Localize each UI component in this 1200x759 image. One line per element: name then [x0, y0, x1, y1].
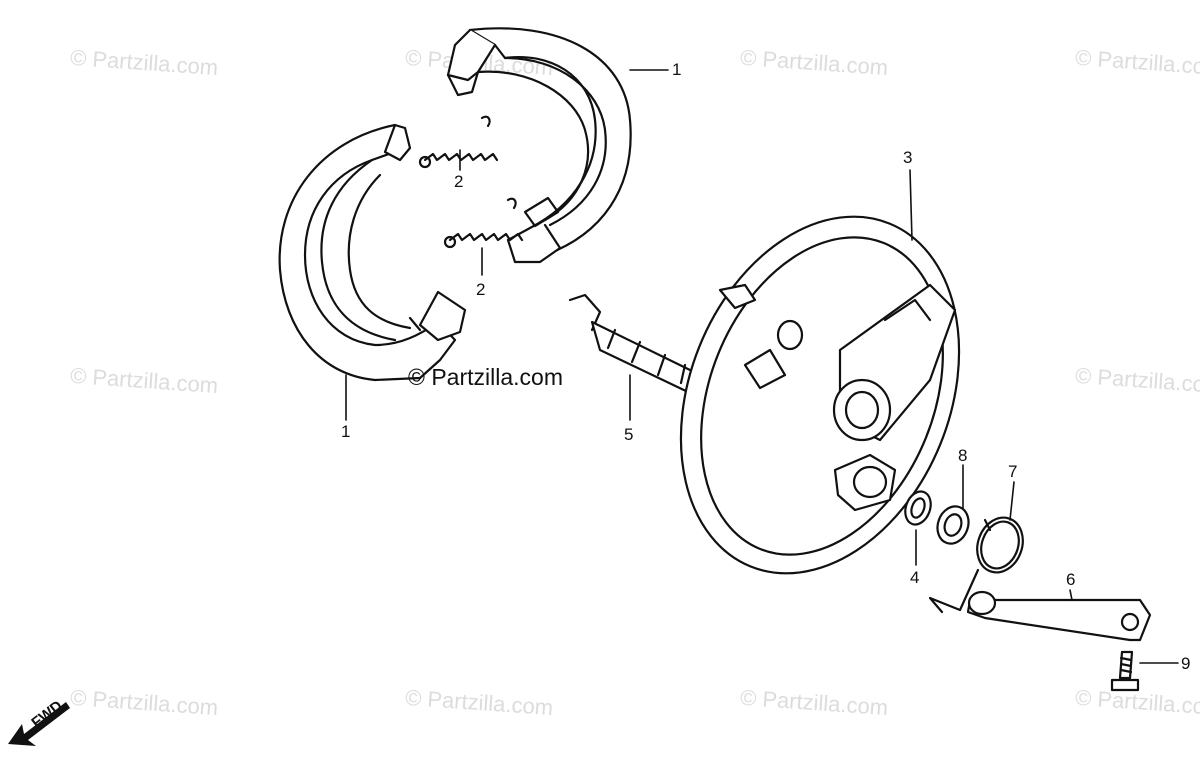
callout-part-2: 2: [454, 172, 464, 191]
callout-part-1: 1: [672, 60, 682, 79]
leader-lines: [345, 69, 1179, 664]
callout-part-9: 9: [1181, 654, 1191, 673]
dust-seal[interactable]: [901, 488, 935, 528]
return-spring-bottom[interactable]: [443, 197, 524, 249]
forward-arrow-icon: [8, 702, 70, 746]
direction-marker: FWD: [4, 694, 84, 754]
center-watermark: © Partzilla.com: [408, 364, 563, 390]
brake-shoe-left[interactable]: [278, 123, 467, 382]
callout-part-2: 2: [476, 280, 486, 299]
brake-cam[interactable]: [568, 293, 702, 394]
return-spring-top[interactable]: [418, 115, 499, 169]
brake-shoe-top[interactable]: [446, 27, 632, 264]
brake-arm-bolt[interactable]: [1110, 650, 1140, 692]
indicator-washer[interactable]: [932, 502, 973, 548]
callout-part-7: 7: [1008, 462, 1018, 481]
callout-part-4: 4: [910, 568, 920, 587]
brake-arm[interactable]: [966, 590, 1152, 642]
brake-panel[interactable]: [630, 175, 1010, 615]
callout-part-3: 3: [903, 148, 913, 167]
callout-part-8: 8: [958, 446, 968, 465]
callout-part-1: 1: [341, 422, 351, 441]
callout-part-5: 5: [624, 425, 634, 444]
callout-part-6: 6: [1066, 570, 1076, 589]
